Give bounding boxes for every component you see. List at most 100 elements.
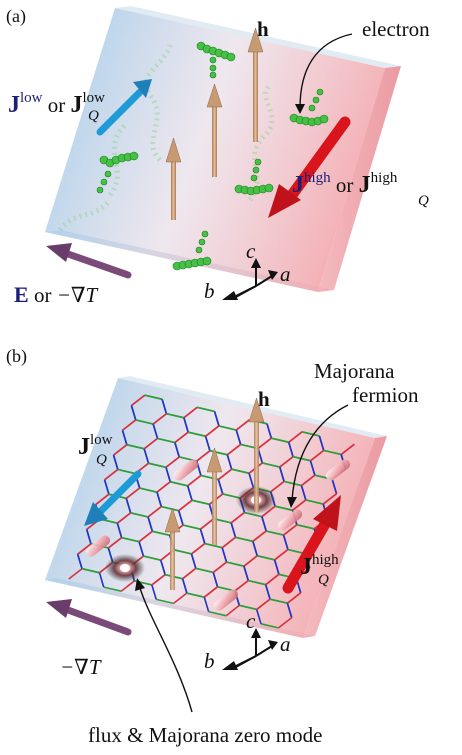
majorana-pointer bbox=[291, 404, 349, 501]
lattice-bond bbox=[203, 596, 210, 612]
lattice-bond bbox=[226, 443, 242, 456]
lattice-bond bbox=[130, 405, 137, 421]
lattice-bond bbox=[116, 522, 123, 538]
lattice-bond bbox=[160, 559, 166, 575]
lattice-bond bbox=[170, 481, 188, 487]
lattice-bond bbox=[200, 518, 215, 530]
lattice-bond bbox=[173, 549, 192, 555]
electron-pointer-head bbox=[295, 104, 305, 114]
lattice-bond bbox=[131, 394, 146, 407]
lattice-bond bbox=[103, 586, 122, 592]
lattice-bond bbox=[173, 592, 188, 605]
lattice-bond bbox=[212, 572, 219, 588]
lattice-bond bbox=[116, 512, 132, 524]
lattice-bond bbox=[286, 592, 302, 604]
majorana-fermion bbox=[325, 459, 351, 481]
lattice-bond bbox=[103, 479, 110, 495]
axis-a-a: a bbox=[280, 262, 291, 286]
lattice-bond bbox=[113, 444, 128, 456]
axes-b bbox=[222, 628, 278, 670]
lattice-bond bbox=[208, 610, 227, 617]
panel-b: (b) bbox=[6, 346, 419, 747]
lattice-bond bbox=[252, 541, 258, 557]
lattice-bond bbox=[255, 609, 262, 625]
lattice-bond bbox=[157, 437, 176, 444]
lattice-bond bbox=[265, 530, 284, 536]
lattice-bond bbox=[248, 473, 255, 488]
lattice-bond bbox=[221, 536, 236, 549]
lattice-bond bbox=[199, 528, 206, 544]
lattice-bond bbox=[279, 456, 294, 468]
lattice-bond bbox=[107, 537, 123, 549]
lattice-bond bbox=[187, 474, 202, 487]
lattice-bond bbox=[217, 479, 224, 495]
lattice-bond bbox=[234, 579, 249, 592]
lattice-bond bbox=[209, 450, 228, 456]
caption-pointer-head bbox=[135, 578, 145, 591]
lattice-bond bbox=[76, 554, 83, 569]
lattice-bond bbox=[117, 468, 136, 475]
lattice-bond bbox=[265, 573, 280, 586]
majorana-fermion bbox=[277, 509, 303, 531]
lattice-bond bbox=[271, 437, 289, 444]
electron-trail bbox=[247, 83, 275, 202]
electron bbox=[234, 158, 274, 196]
lattice-bond bbox=[151, 574, 166, 586]
lattice-bond bbox=[135, 419, 154, 425]
lattice-bond bbox=[165, 467, 171, 483]
lattice-bond bbox=[239, 604, 257, 611]
caption-pointer bbox=[139, 587, 193, 713]
field-label-b: h bbox=[258, 387, 270, 411]
lattice-bond bbox=[161, 505, 179, 512]
lattice-bond bbox=[270, 480, 285, 493]
lattice-bond bbox=[269, 598, 288, 604]
field-arrow bbox=[206, 83, 223, 177]
axis-c-a: c bbox=[246, 239, 256, 263]
lattice-bond bbox=[301, 474, 316, 487]
lattice-bond bbox=[204, 436, 211, 451]
lattice-bond bbox=[213, 411, 220, 427]
lattice-bond bbox=[156, 491, 163, 507]
lattice-bond bbox=[161, 399, 168, 414]
lattice-bond bbox=[262, 462, 280, 468]
axes-a bbox=[222, 258, 278, 300]
lattice-bond bbox=[152, 413, 167, 425]
lattice-bond bbox=[248, 579, 266, 586]
lattice-bond bbox=[120, 580, 135, 592]
lattice-bond bbox=[331, 479, 338, 494]
lattice-bond bbox=[182, 524, 201, 530]
lattice-bond bbox=[292, 499, 307, 511]
lattice-bond bbox=[151, 584, 157, 600]
lattice-bond bbox=[143, 448, 150, 464]
field-label-a: h bbox=[257, 17, 269, 41]
lattice-bond bbox=[122, 419, 137, 431]
field-arrows-a bbox=[165, 27, 264, 220]
lattice-bond bbox=[266, 423, 273, 439]
electron-trail bbox=[58, 198, 112, 232]
lattice-bond bbox=[279, 466, 285, 482]
lattice-bond bbox=[183, 406, 198, 419]
slab-b-side bbox=[303, 436, 387, 638]
drive-label-a: E or −∇T bbox=[14, 282, 99, 307]
slab-a bbox=[45, 6, 401, 292]
lattice-bond bbox=[286, 602, 293, 618]
lattice-bond bbox=[182, 567, 197, 580]
lattice-bond bbox=[138, 530, 153, 543]
slab-a-side bbox=[318, 66, 401, 292]
axis-c-b: c bbox=[246, 609, 256, 633]
lattice-bond bbox=[235, 536, 254, 543]
lattice-bond bbox=[196, 450, 211, 462]
lattice-bond bbox=[95, 493, 110, 506]
j-low-arrow-a bbox=[96, 79, 152, 136]
lattice-bond bbox=[274, 548, 289, 561]
majorana-fermion bbox=[85, 535, 111, 557]
slab-b-back-edge bbox=[118, 376, 387, 438]
lattice-bond bbox=[283, 480, 302, 487]
panel-b-tag: (b) bbox=[6, 346, 27, 367]
lattice-bond bbox=[305, 499, 324, 505]
lattice-bond bbox=[261, 516, 267, 532]
lattice-bond bbox=[278, 616, 293, 629]
lattice-bond bbox=[323, 449, 342, 456]
j-high-sub-b: Q bbox=[318, 572, 329, 588]
